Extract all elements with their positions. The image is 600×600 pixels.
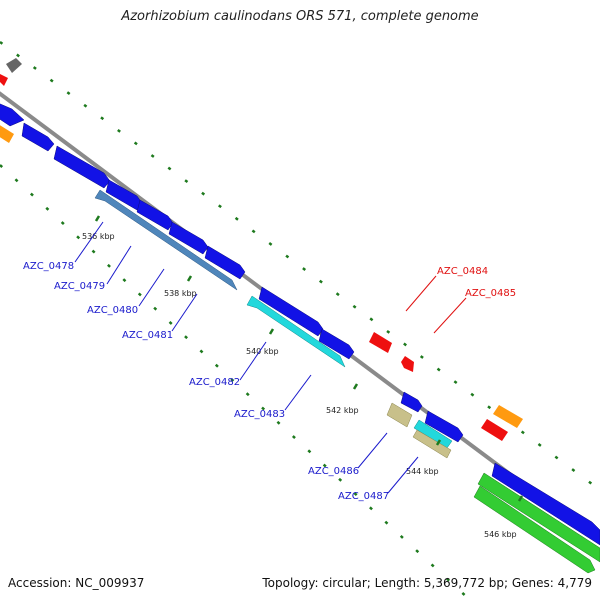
gene-label: AZC_0482 [189, 377, 240, 388]
label-leaders [74, 221, 467, 494]
gene-feature [0, 103, 25, 127]
gene-feature [53, 145, 111, 189]
tick-label: 542 kbp [326, 406, 359, 415]
gene-feature [136, 199, 174, 231]
gene-feature [94, 189, 238, 291]
accession-text: Accession: NC_009937 [8, 576, 145, 590]
other-features [0, 58, 523, 441]
red-feature [401, 356, 414, 372]
gene-feature [400, 391, 423, 413]
tick-label: 540 kbp [246, 347, 279, 356]
gene-feature [246, 295, 346, 368]
gene-feature [204, 245, 246, 280]
gene-label: AZC_0487 [338, 491, 389, 502]
gene-feature [491, 462, 600, 546]
reverse-strand-genes [94, 189, 600, 574]
gene-label: AZC_0479 [54, 281, 105, 292]
gene-feature [424, 410, 464, 443]
gene-label: AZC_0480 [87, 305, 138, 316]
tick-label: 544 kbp [406, 467, 439, 476]
tick-label: 546 kbp [484, 530, 517, 539]
gene-label: AZC_0478 [23, 261, 74, 272]
gene-feature [21, 122, 55, 152]
gene-label: AZC_0484 [437, 266, 488, 277]
gene-feature [477, 472, 600, 563]
orange-feature [493, 405, 523, 428]
gene-label: AZC_0483 [234, 409, 285, 420]
gene-label: AZC_0486 [308, 466, 359, 477]
tick-marks: 536 kbp 538 kbp 540 kbp 542 kbp 544 kbp … [82, 215, 524, 539]
forward-strand-genes [0, 103, 600, 546]
tick-label: 536 kbp [82, 232, 115, 241]
topology-text: Topology: circular; Length: 5,369,772 bp… [262, 576, 592, 590]
gene-feature [168, 221, 209, 255]
red-feature [481, 419, 508, 441]
gene-feature [318, 328, 355, 360]
gene-labels: AZC_0478 AZC_0479 AZC_0480 AZC_0481 AZC_… [23, 261, 516, 502]
red-feature [369, 332, 392, 353]
gene-label: AZC_0485 [465, 288, 516, 299]
tick-label: 538 kbp [164, 289, 197, 298]
genome-title: Azorhizobium caulinodans ORS 571, comple… [121, 9, 479, 24]
red-feature [0, 74, 8, 86]
gray-feature [6, 58, 22, 73]
dotted-rings [0, 40, 600, 600]
orange-feature [0, 125, 14, 143]
gene-feature [258, 286, 324, 337]
gene-feature [473, 485, 596, 574]
gene-feature [386, 402, 413, 428]
gene-feature [412, 429, 452, 459]
gene-label: AZC_0481 [122, 330, 173, 341]
